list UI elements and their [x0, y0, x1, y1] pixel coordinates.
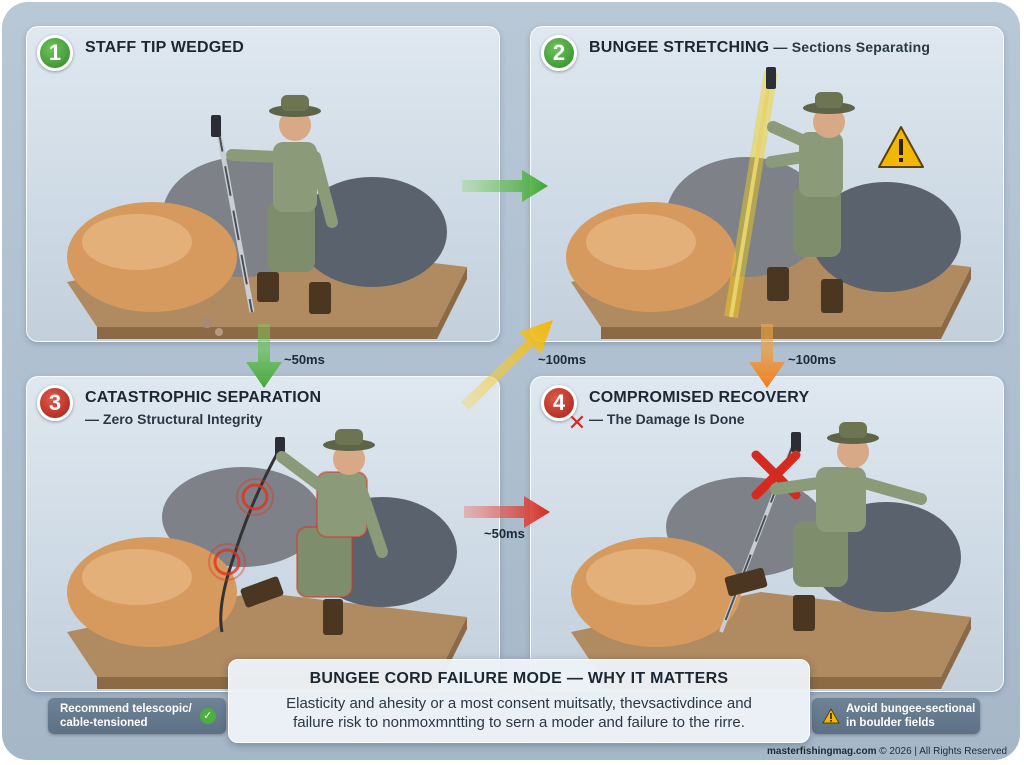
scene-1-illustration	[67, 95, 467, 339]
footer-rights: © 2026 | All Rights Reserved	[876, 746, 1008, 757]
timing-label-3-to-2: ~100ms	[538, 352, 587, 367]
timing-label-3-to-4: ~50ms	[484, 526, 525, 541]
panel-2-title-main: BUNGEE STRETCHING	[589, 39, 770, 56]
check-icon: ✓	[199, 708, 216, 724]
tip-avoid: Avoid bungee-sectional in boulder fields	[812, 698, 980, 734]
warning-icon	[822, 708, 840, 724]
scene-3-illustration	[67, 429, 467, 689]
info-body: Elasticity and ahesity or a most consent…	[247, 694, 791, 732]
tip-recommend-line1: Recommend telescopic/	[60, 703, 192, 715]
tip-recommend: Recommend telescopic/ cable-tensioned ✓	[48, 698, 226, 734]
arrow-3-to-4	[464, 496, 550, 528]
arrow-1-to-2	[462, 170, 548, 202]
failure-cross-icon: ✕	[567, 410, 587, 435]
panel-2-title: BUNGEE STRETCHING — Sections Separating	[589, 39, 930, 57]
footer-credit: masterfishingmag.com © 2026 | All Rights…	[767, 746, 1007, 757]
panel-1-title: STAFF TIP WEDGED	[85, 39, 245, 56]
failure-mode-info-box: BUNGEE CORD FAILURE MODE — WHY IT MATTER…	[228, 659, 810, 743]
tip-avoid-line2: in boulder fields	[846, 717, 935, 729]
step-badge-4: 4	[541, 385, 577, 421]
panel-4-subtitle: — The Damage Is Done	[589, 411, 745, 427]
panel-4-title: COMPROMISED RECOVERY	[589, 389, 810, 406]
panel-2-subtitle: — Sections Separating	[769, 39, 931, 55]
step-badge-3: 3	[37, 385, 73, 421]
panel-compromised-recovery: 4 ✕ COMPROMISED RECOVERY — The Damage Is…	[530, 376, 1004, 692]
info-body-line1: Elasticity and ahesity or a most consent…	[286, 695, 752, 712]
panel-staff-tip-wedged: 1 STAFF TIP WEDGED	[26, 26, 500, 342]
arrow-3-to-2	[461, 320, 553, 410]
scene-4-illustration	[571, 422, 971, 689]
step-badge-2: 2	[541, 35, 577, 71]
timing-label-2-to-4: ~100ms	[788, 352, 837, 367]
footer-site: masterfishingmag.com	[767, 746, 877, 757]
arrow-1-to-3	[246, 324, 282, 388]
step-badge-1: 1	[37, 35, 73, 71]
info-title: BUNGEE CORD FAILURE MODE — WHY IT MATTER…	[309, 670, 729, 687]
warning-icon	[878, 126, 924, 168]
info-body-line2: failure risk to nonmoxmntting to sern a …	[293, 714, 745, 731]
tip-recommend-text: Recommend telescopic/ cable-tensioned	[60, 702, 192, 730]
timing-label-1-to-3: ~50ms	[284, 352, 325, 367]
tip-recommend-line2: cable-tensioned	[60, 717, 148, 729]
tip-avoid-text: Avoid bungee-sectional in boulder fields	[846, 702, 975, 730]
panel-bungee-stretching: 2 BUNGEE STRETCHING — Sections Separatin…	[530, 26, 1004, 342]
scene-2-illustration	[566, 67, 971, 339]
arrow-2-to-4	[749, 324, 785, 388]
tip-avoid-line1: Avoid bungee-sectional	[846, 703, 976, 715]
panel-catastrophic-separation: 3 CATASTROPHIC SEPARATION — Zero Structu…	[26, 376, 500, 692]
panel-3-subtitle: — Zero Structural Integrity	[85, 411, 263, 427]
panel-3-title: CATASTROPHIC SEPARATION	[85, 389, 322, 406]
